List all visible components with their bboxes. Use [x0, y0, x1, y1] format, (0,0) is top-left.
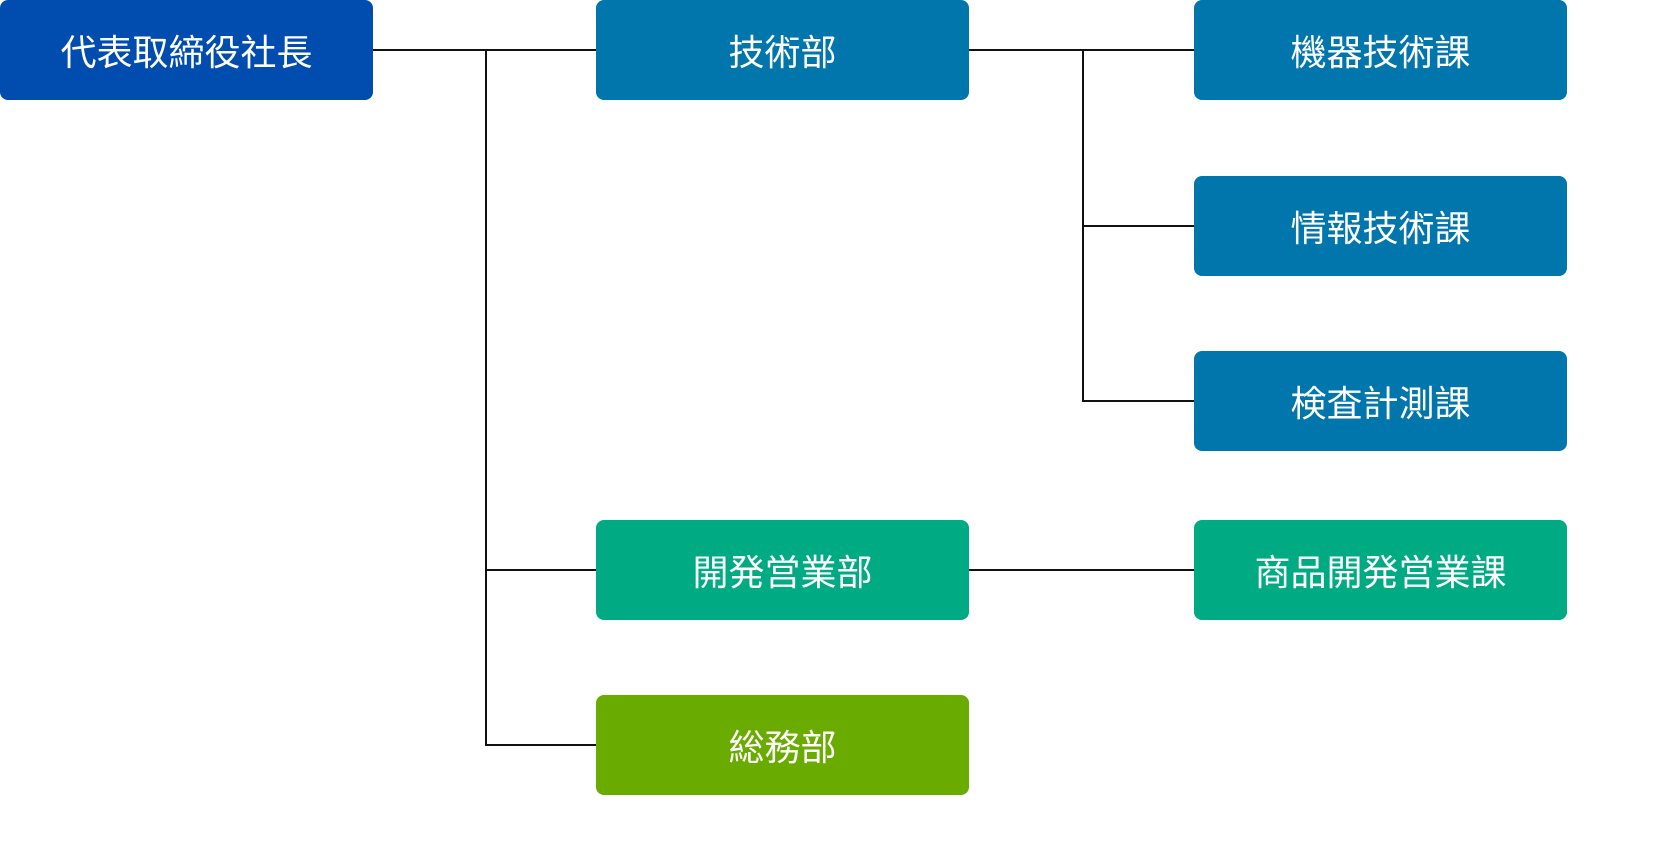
node-general-affairs-dept: 総務部: [596, 695, 969, 795]
connector-to-sales-dept: [485, 569, 597, 571]
node-president: 代表取締役社長: [0, 0, 373, 100]
node-equipment-tech-section: 機器技術課: [1194, 0, 1567, 100]
node-info-tech-section: 情報技術課: [1194, 176, 1567, 276]
connector-to-info-tech-section: [1082, 225, 1195, 227]
node-label: 機器技術課: [1290, 33, 1471, 74]
node-label: 技術部: [728, 33, 837, 74]
node-product-dev-sales-section: 商品開発営業課: [1194, 520, 1567, 620]
node-inspection-measurement-section: 検査計測課: [1194, 351, 1567, 451]
connector-to-inspection-section: [1082, 400, 1195, 402]
connector-president-trunk: [373, 49, 487, 51]
node-label: 開発営業部: [692, 553, 873, 594]
node-label: 総務部: [728, 728, 837, 769]
node-sales-dept: 開発営業部: [596, 520, 969, 620]
connector-departments-spine: [485, 49, 487, 746]
node-technical-dept: 技術部: [596, 0, 969, 100]
node-label: 情報技術課: [1290, 209, 1471, 250]
connector-technical-trunk: [969, 49, 1084, 51]
connector-to-equipment-tech-section: [1082, 49, 1195, 51]
connector-to-general-affairs-dept: [485, 744, 597, 746]
connector-to-technical-dept: [485, 49, 597, 51]
connector-to-product-dev-sales-section: [969, 569, 1195, 571]
node-label: 商品開発営業課: [1254, 553, 1507, 594]
node-label: 代表取締役社長: [60, 33, 313, 74]
node-label: 検査計測課: [1290, 384, 1471, 425]
